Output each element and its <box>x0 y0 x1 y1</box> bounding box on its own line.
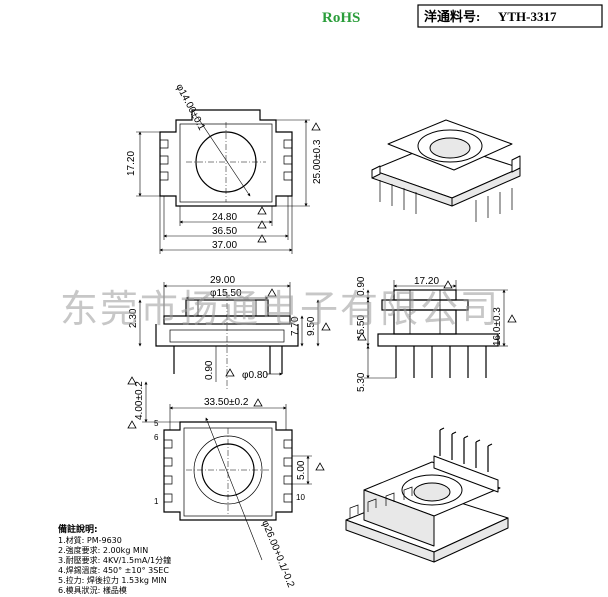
note-item: 5.拉力: 焊後拉力 1.53kg MIN <box>58 575 167 585</box>
part-number-label: 洋通料号: <box>424 9 480 24</box>
rohs-label: RoHS <box>322 10 360 26</box>
dim-side-pin-gap: 0.90 <box>204 360 215 380</box>
dim-top-w2: 36.50 <box>212 226 237 237</box>
isometric-view-top <box>371 119 521 222</box>
dim-top-w1: 24.80 <box>212 212 237 223</box>
dim-top-h-right: 25.00±0.3 <box>312 139 323 184</box>
dim-end-h2: 15.50 <box>356 315 367 340</box>
dim-end-h1: 0.90 <box>356 276 367 296</box>
isometric-view-bottom <box>345 427 509 563</box>
pin-label-10: 10 <box>296 493 305 502</box>
notes-title: 備註說明: <box>58 523 98 535</box>
dim-side-w1: 29.00 <box>210 275 235 286</box>
note-item: 3.耐壓要求: 4KV/1.5mA/1分鐘 <box>58 555 171 565</box>
dim-end-pin: 5.30 <box>356 372 367 392</box>
note-item: 4.焊錫溫度: 450° ±10° 3SEC <box>58 565 169 575</box>
pin-label-5: 5 <box>154 419 159 428</box>
dim-side-dia: φ15.50 <box>210 288 242 299</box>
pin-label-1: 1 <box>154 497 159 506</box>
top-view: φ14.00±0.1 17.20 25.00±0.3 24.80 36.50 3… <box>126 82 323 254</box>
dim-side-pin-dia: φ0.80 <box>242 370 268 381</box>
dim-bot-w: 33.50±0.2 <box>204 397 249 408</box>
note-item: 6.模具狀況: 樣品模 <box>58 585 127 595</box>
side-view: 29.00 φ15.50 2.30 7.70 9.50 0.90 φ0.80 <box>127 275 331 390</box>
dim-top-h-left: 17.20 <box>126 151 137 176</box>
dim-end-top: 17.20 <box>414 276 439 287</box>
dim-side-h2: 7.70 <box>290 316 301 336</box>
dim-end-h3: 16.0±0.3 <box>492 307 503 346</box>
pin-label-6: 6 <box>154 433 159 442</box>
dim-bot-h2: 5.00 <box>296 460 307 480</box>
part-number-value: YTH-3317 <box>498 9 557 24</box>
dim-bot-dia: φ26.00+0.1/-0.2 <box>259 519 296 590</box>
note-item: 2.強度要求: 2.00kg MIN <box>58 545 148 555</box>
dim-top-dia: φ14.00±0.1 <box>173 82 207 132</box>
notes-block: 備註說明: 1.材質: PM-9630 2.強度要求: 2.00kg MIN 3… <box>58 523 171 595</box>
dim-top-w3: 37.00 <box>212 240 237 251</box>
end-view: 17.20 0.90 15.50 16.0±0.3 5.30 <box>356 276 517 392</box>
note-item: 1.材質: PM-9630 <box>58 535 122 545</box>
dim-side-h1: 2.30 <box>128 308 139 328</box>
part-number-box <box>417 4 603 28</box>
dim-bot-h1: 4.00±0.2 <box>134 381 145 420</box>
dim-side-h3: 9.50 <box>306 316 317 336</box>
company-watermark: 东莞市扬通电子有限公司 <box>60 287 500 331</box>
